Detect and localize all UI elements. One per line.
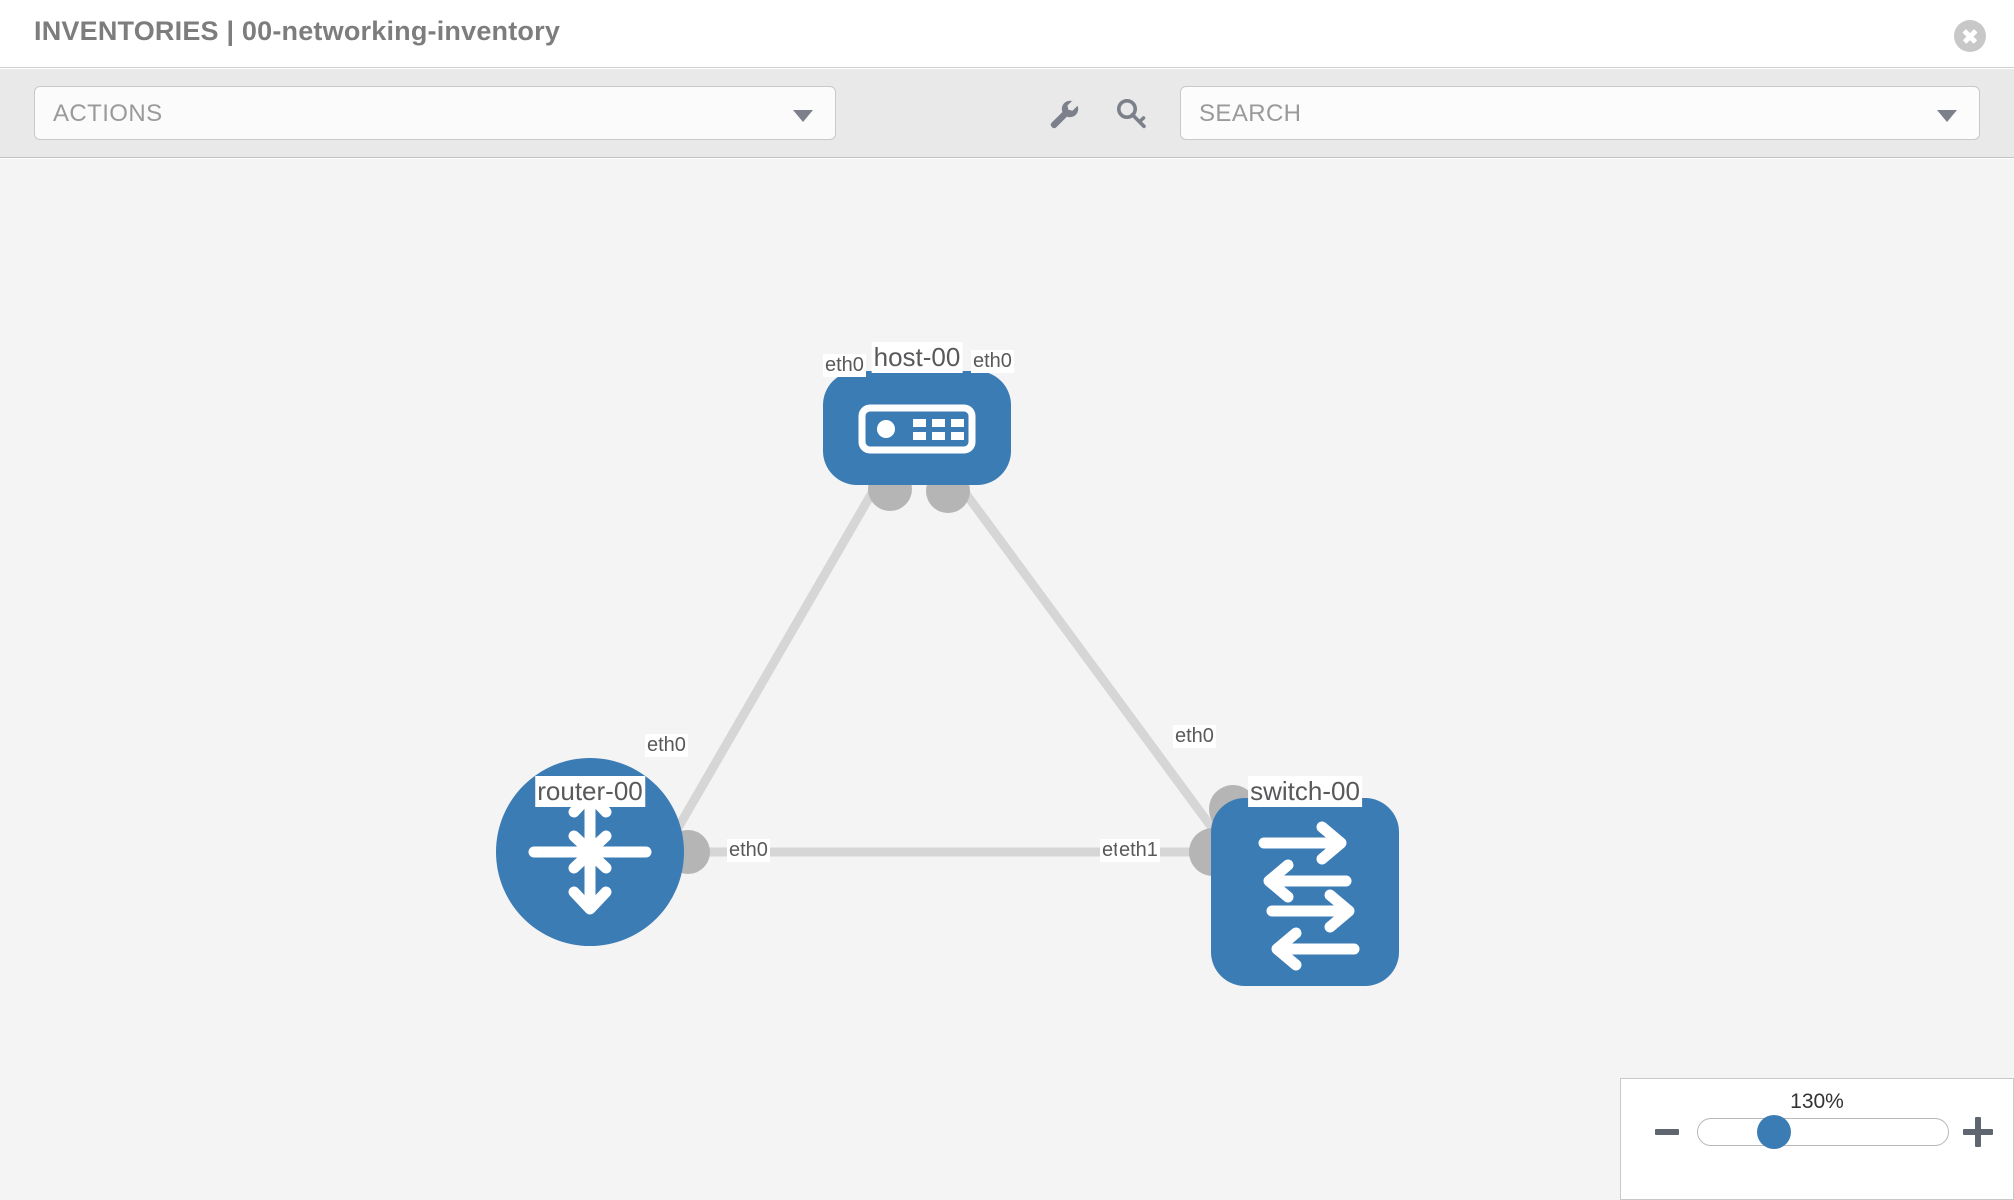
iface-label-router00-eth0: eth0: [727, 839, 770, 862]
iface-label-host00-right: eth0: [971, 350, 1014, 373]
actions-dropdown[interactable]: ACTIONS: [34, 86, 836, 140]
node-host-00[interactable]: [823, 371, 1011, 485]
port-group: [666, 467, 1257, 876]
key-icon[interactable]: [1114, 97, 1150, 133]
link-host00-router00[interactable]: [656, 476, 884, 862]
switch-arrows-icon: [1258, 821, 1360, 971]
node-switch-00[interactable]: [1211, 798, 1399, 986]
topology-canvas[interactable]: host-00 router-00 switch-00 eth0 eth0 et…: [0, 159, 2014, 1200]
zoom-slider-track[interactable]: [1697, 1118, 1949, 1146]
chevron-down-icon: [1937, 110, 1957, 122]
actions-dropdown-label: ACTIONS: [53, 100, 163, 127]
search-input[interactable]: SEARCH: [1180, 86, 1980, 140]
minus-icon[interactable]: [1655, 1129, 1679, 1135]
chevron-down-icon: [793, 110, 813, 122]
zoom-slider-thumb[interactable]: [1757, 1115, 1791, 1149]
page-title: INVENTORIES | 00-networking-inventory: [34, 16, 561, 46]
zoom-level-label: 130%: [1790, 1090, 1844, 1113]
node-label-router-00: router-00: [535, 776, 645, 807]
search-placeholder: SEARCH: [1199, 100, 1302, 127]
topology-graph: [496, 371, 1399, 986]
wrench-icon[interactable]: [1046, 97, 1082, 133]
node-label-host-00: host-00: [871, 342, 963, 373]
server-icon: [858, 404, 976, 454]
iface-label-router00-uplink: eth0: [645, 734, 688, 757]
iface-label-switch00-uplink: eth0: [1173, 725, 1216, 748]
link-group: [656, 476, 1239, 862]
iface-label-switch00-eth1: eth1: [1117, 839, 1160, 862]
plus-icon[interactable]: [1963, 1117, 1993, 1147]
link-host00-switch00[interactable]: [951, 476, 1239, 862]
toolbar: ACTIONS SEARCH: [0, 69, 2014, 158]
node-label-switch-00: switch-00: [1248, 776, 1362, 807]
zoom-panel: 130%: [1620, 1078, 2014, 1200]
iface-label-host00-left: eth0: [823, 354, 866, 377]
page-header: INVENTORIES | 00-networking-inventory: [0, 0, 2014, 68]
close-icon[interactable]: [1954, 20, 1986, 52]
